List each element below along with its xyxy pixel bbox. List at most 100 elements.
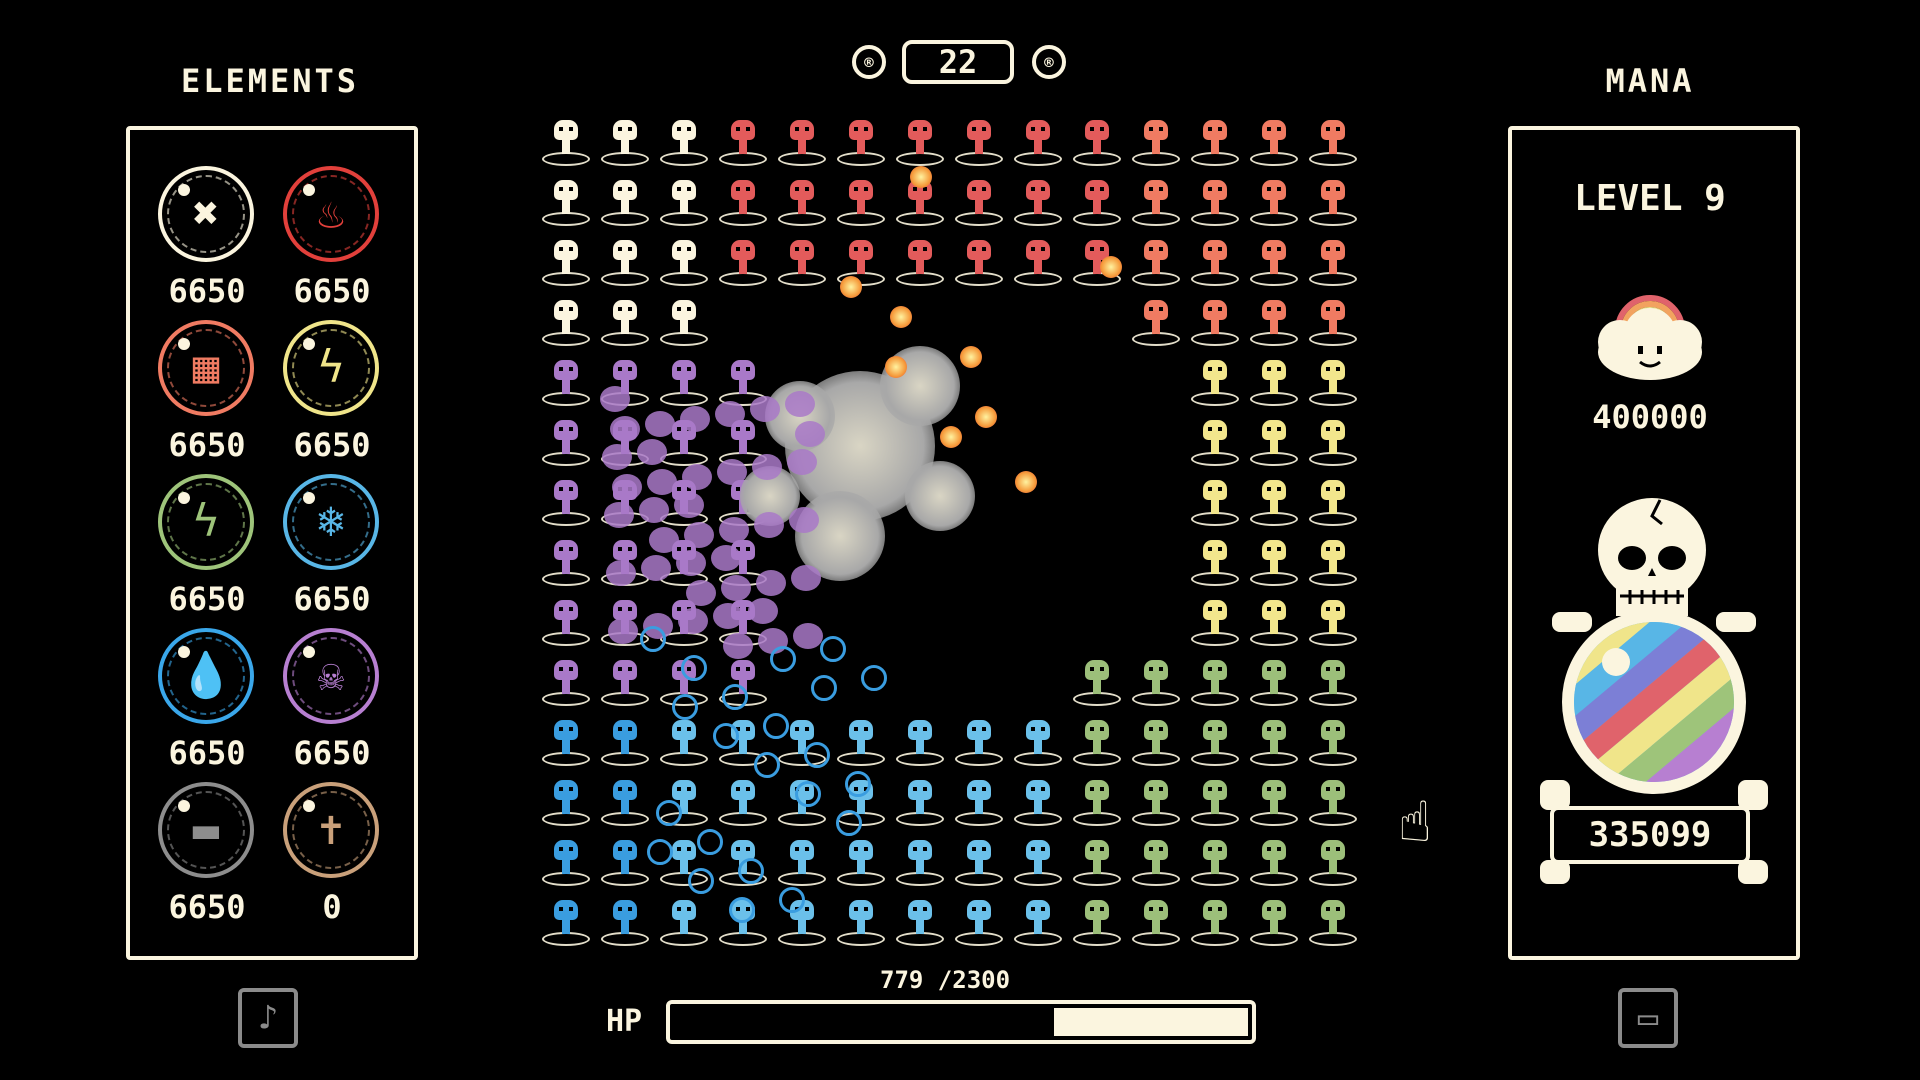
skull-icon: [554, 300, 578, 320]
unit-base: [542, 272, 590, 286]
skull-icon: [1321, 360, 1345, 380]
element-slot[interactable]: ❄6650: [273, 468, 398, 622]
battlefield[interactable]: [540, 116, 1380, 956]
skull-icon: [613, 660, 637, 680]
skeleton-unit: [658, 836, 710, 892]
element-slot[interactable]: ▬ 6650: [148, 776, 273, 930]
brick-icon[interactable]: ▦: [158, 320, 254, 416]
unit-base: [1250, 632, 1298, 646]
unit-body: [621, 200, 629, 214]
fire-icon[interactable]: ♨: [283, 166, 379, 262]
skull-icon: [1262, 480, 1286, 500]
stone-block-icon[interactable]: ▬: [158, 782, 254, 878]
skeleton-unit: [1189, 536, 1241, 592]
unit-base: [1132, 332, 1180, 346]
skeleton-unit: [1012, 716, 1064, 772]
wind-icon[interactable]: ϟ: [158, 474, 254, 570]
element-glyph: ▦: [192, 342, 220, 393]
skeleton-unit: [540, 716, 592, 772]
unit-base: [1250, 332, 1298, 346]
display-button[interactable]: ▭: [1618, 988, 1678, 1048]
snowflake-icon[interactable]: ❄: [283, 474, 379, 570]
fireball: [1015, 471, 1037, 493]
unit-body: [916, 800, 924, 814]
skull-icon: [908, 240, 932, 260]
skull-icon: [731, 120, 755, 140]
skeleton-unit: [835, 116, 887, 172]
skeleton-unit: [717, 776, 769, 832]
skull-icon: [1085, 240, 1109, 260]
skeleton-unit: [953, 716, 1005, 772]
element-count: 6650: [168, 888, 246, 926]
unit-body: [680, 260, 688, 274]
unit-body: [562, 800, 570, 814]
water-drop-icon[interactable]: 💧: [158, 628, 254, 724]
unit-base: [1014, 932, 1062, 946]
element-slot[interactable]: ✖6650: [148, 160, 273, 314]
skull-icon: [790, 840, 814, 860]
skull-icon: [613, 600, 637, 620]
unit-body: [916, 140, 924, 154]
unit-body: [1329, 620, 1337, 634]
unit-body: [1211, 500, 1219, 514]
dust-cloud: [905, 461, 975, 531]
unit-body: [1211, 380, 1219, 394]
skeleton-unit: [1130, 116, 1182, 172]
unit-base: [955, 272, 1003, 286]
water-bubble: [779, 887, 805, 913]
mana-title: MANA: [1605, 62, 1695, 100]
lightning-icon[interactable]: ϟ: [283, 320, 379, 416]
element-slot[interactable]: ▦6650: [148, 314, 273, 468]
unit-body: [1211, 740, 1219, 754]
skeleton-unit: [953, 896, 1005, 952]
unit-body: [1329, 380, 1337, 394]
music-button[interactable]: ♪: [238, 988, 298, 1048]
water-bubble: [697, 829, 723, 855]
fireball: [975, 406, 997, 428]
skull-icon: [1203, 240, 1227, 260]
unit-base: [1309, 332, 1357, 346]
element-slot[interactable]: ♨6650: [273, 160, 398, 314]
skeleton-unit: [953, 776, 1005, 832]
unit-base: [660, 212, 708, 226]
ghost-swarm: [754, 512, 784, 538]
skeleton-unit: [540, 236, 592, 292]
element-slot[interactable]: 💧6650: [148, 622, 273, 776]
unit-body: [1270, 560, 1278, 574]
element-glyph: ϟ: [317, 342, 345, 393]
unit-body: [621, 260, 629, 274]
skeleton-unit: [1071, 776, 1123, 832]
ghost-swarm: [711, 545, 741, 571]
unit-body: [739, 140, 747, 154]
element-slot[interactable]: ✝0: [273, 776, 398, 930]
rainbow-cloud-icon: [1598, 295, 1702, 380]
skeleton-unit: [1248, 296, 1300, 352]
unit-base: [955, 212, 1003, 226]
unit-body: [1034, 860, 1042, 874]
skeleton-unit: [658, 716, 710, 772]
skull-icon: [967, 900, 991, 920]
skull-icon: [849, 900, 873, 920]
grave-cross-icon[interactable]: ✝: [283, 782, 379, 878]
fireball: [840, 276, 862, 298]
unit-base: [1191, 332, 1239, 346]
skeleton-unit: [1189, 116, 1241, 172]
skeleton-unit: [599, 116, 651, 172]
skeleton-unit: [658, 356, 710, 412]
unit-base: [1191, 872, 1239, 886]
unit-base: [1132, 812, 1180, 826]
ghost-swarm: [756, 570, 786, 596]
bone-icon[interactable]: ✖: [158, 166, 254, 262]
element-slot[interactable]: ☠6650: [273, 622, 398, 776]
skull-icon: [1321, 300, 1345, 320]
skull-icon: [554, 480, 578, 500]
coin-icon-right: ®: [1032, 45, 1066, 79]
unit-body: [857, 800, 865, 814]
skull-icon: [1085, 660, 1109, 680]
ghost-skull-icon[interactable]: ☠: [283, 628, 379, 724]
skull-icon: [613, 120, 637, 140]
skull-icon: [1262, 180, 1286, 200]
skull-icon: [554, 840, 578, 860]
